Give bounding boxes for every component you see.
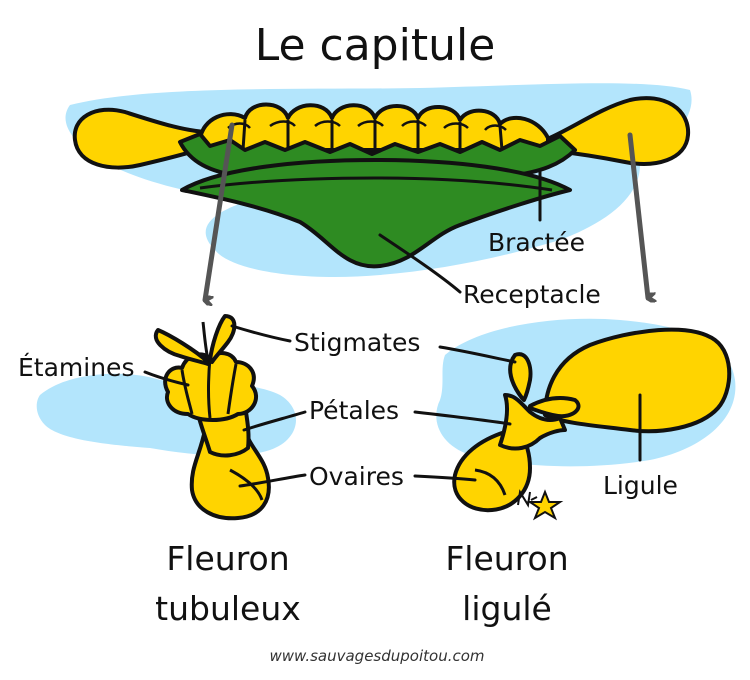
page-title: Le capitule — [255, 20, 496, 71]
signature-star-icon — [526, 489, 564, 521]
arrow-to-tubular — [202, 122, 235, 300]
floret-details — [227, 120, 507, 131]
leader-ovaires-right — [413, 474, 477, 482]
website-credit: www.sauvagesdupoitou.com — [269, 647, 484, 665]
floret-dividers — [241, 119, 504, 152]
leader-ovaires-left — [238, 473, 307, 488]
caption-tubular-line1: Fleuron — [166, 539, 289, 578]
label-bractee: Bractée — [488, 228, 585, 257]
caption-ligulate-line1: Fleuron — [445, 539, 568, 578]
leader-etamines — [143, 370, 190, 387]
leader-lines — [143, 170, 642, 488]
tubular-stigma-left — [153, 328, 210, 366]
ligule-petal — [543, 327, 732, 434]
leader-receptacle — [378, 233, 462, 294]
left-ray-petal — [72, 107, 214, 170]
caption-tubular-line2: tubuleux — [155, 589, 301, 628]
leader-stigmates-right — [438, 345, 517, 364]
caption-ligulate-line2: ligulé — [462, 589, 552, 628]
ligulate-ovary-detail — [474, 468, 507, 496]
ligulate-stigma-right — [528, 396, 581, 419]
signature-initials — [517, 489, 538, 508]
capitule-head — [72, 96, 691, 269]
label-etamines: Étamines — [18, 353, 134, 382]
ligulate-ovary — [452, 430, 532, 513]
receptacle-inner-line — [199, 176, 553, 192]
label-stigmates: Stigmates — [294, 328, 420, 357]
ligulate-floret — [452, 327, 732, 521]
tubular-floret — [153, 314, 271, 521]
leader-petales-left — [242, 410, 307, 432]
tubular-style — [201, 321, 210, 361]
arrow-to-ligulate — [627, 132, 648, 298]
label-petales: Pétales — [309, 396, 399, 425]
right-ray-petal — [543, 96, 691, 166]
ligulate-stigma-left — [508, 352, 533, 402]
leader-petales-right — [413, 410, 512, 426]
label-receptacle: Receptacle — [463, 280, 601, 309]
label-ovaires: Ovaires — [309, 462, 404, 491]
leader-stigmates-left — [230, 324, 292, 343]
ligulate-corolla-tube — [498, 393, 567, 451]
receptacle-shape — [180, 158, 572, 269]
label-ligule: Ligule — [603, 471, 678, 500]
